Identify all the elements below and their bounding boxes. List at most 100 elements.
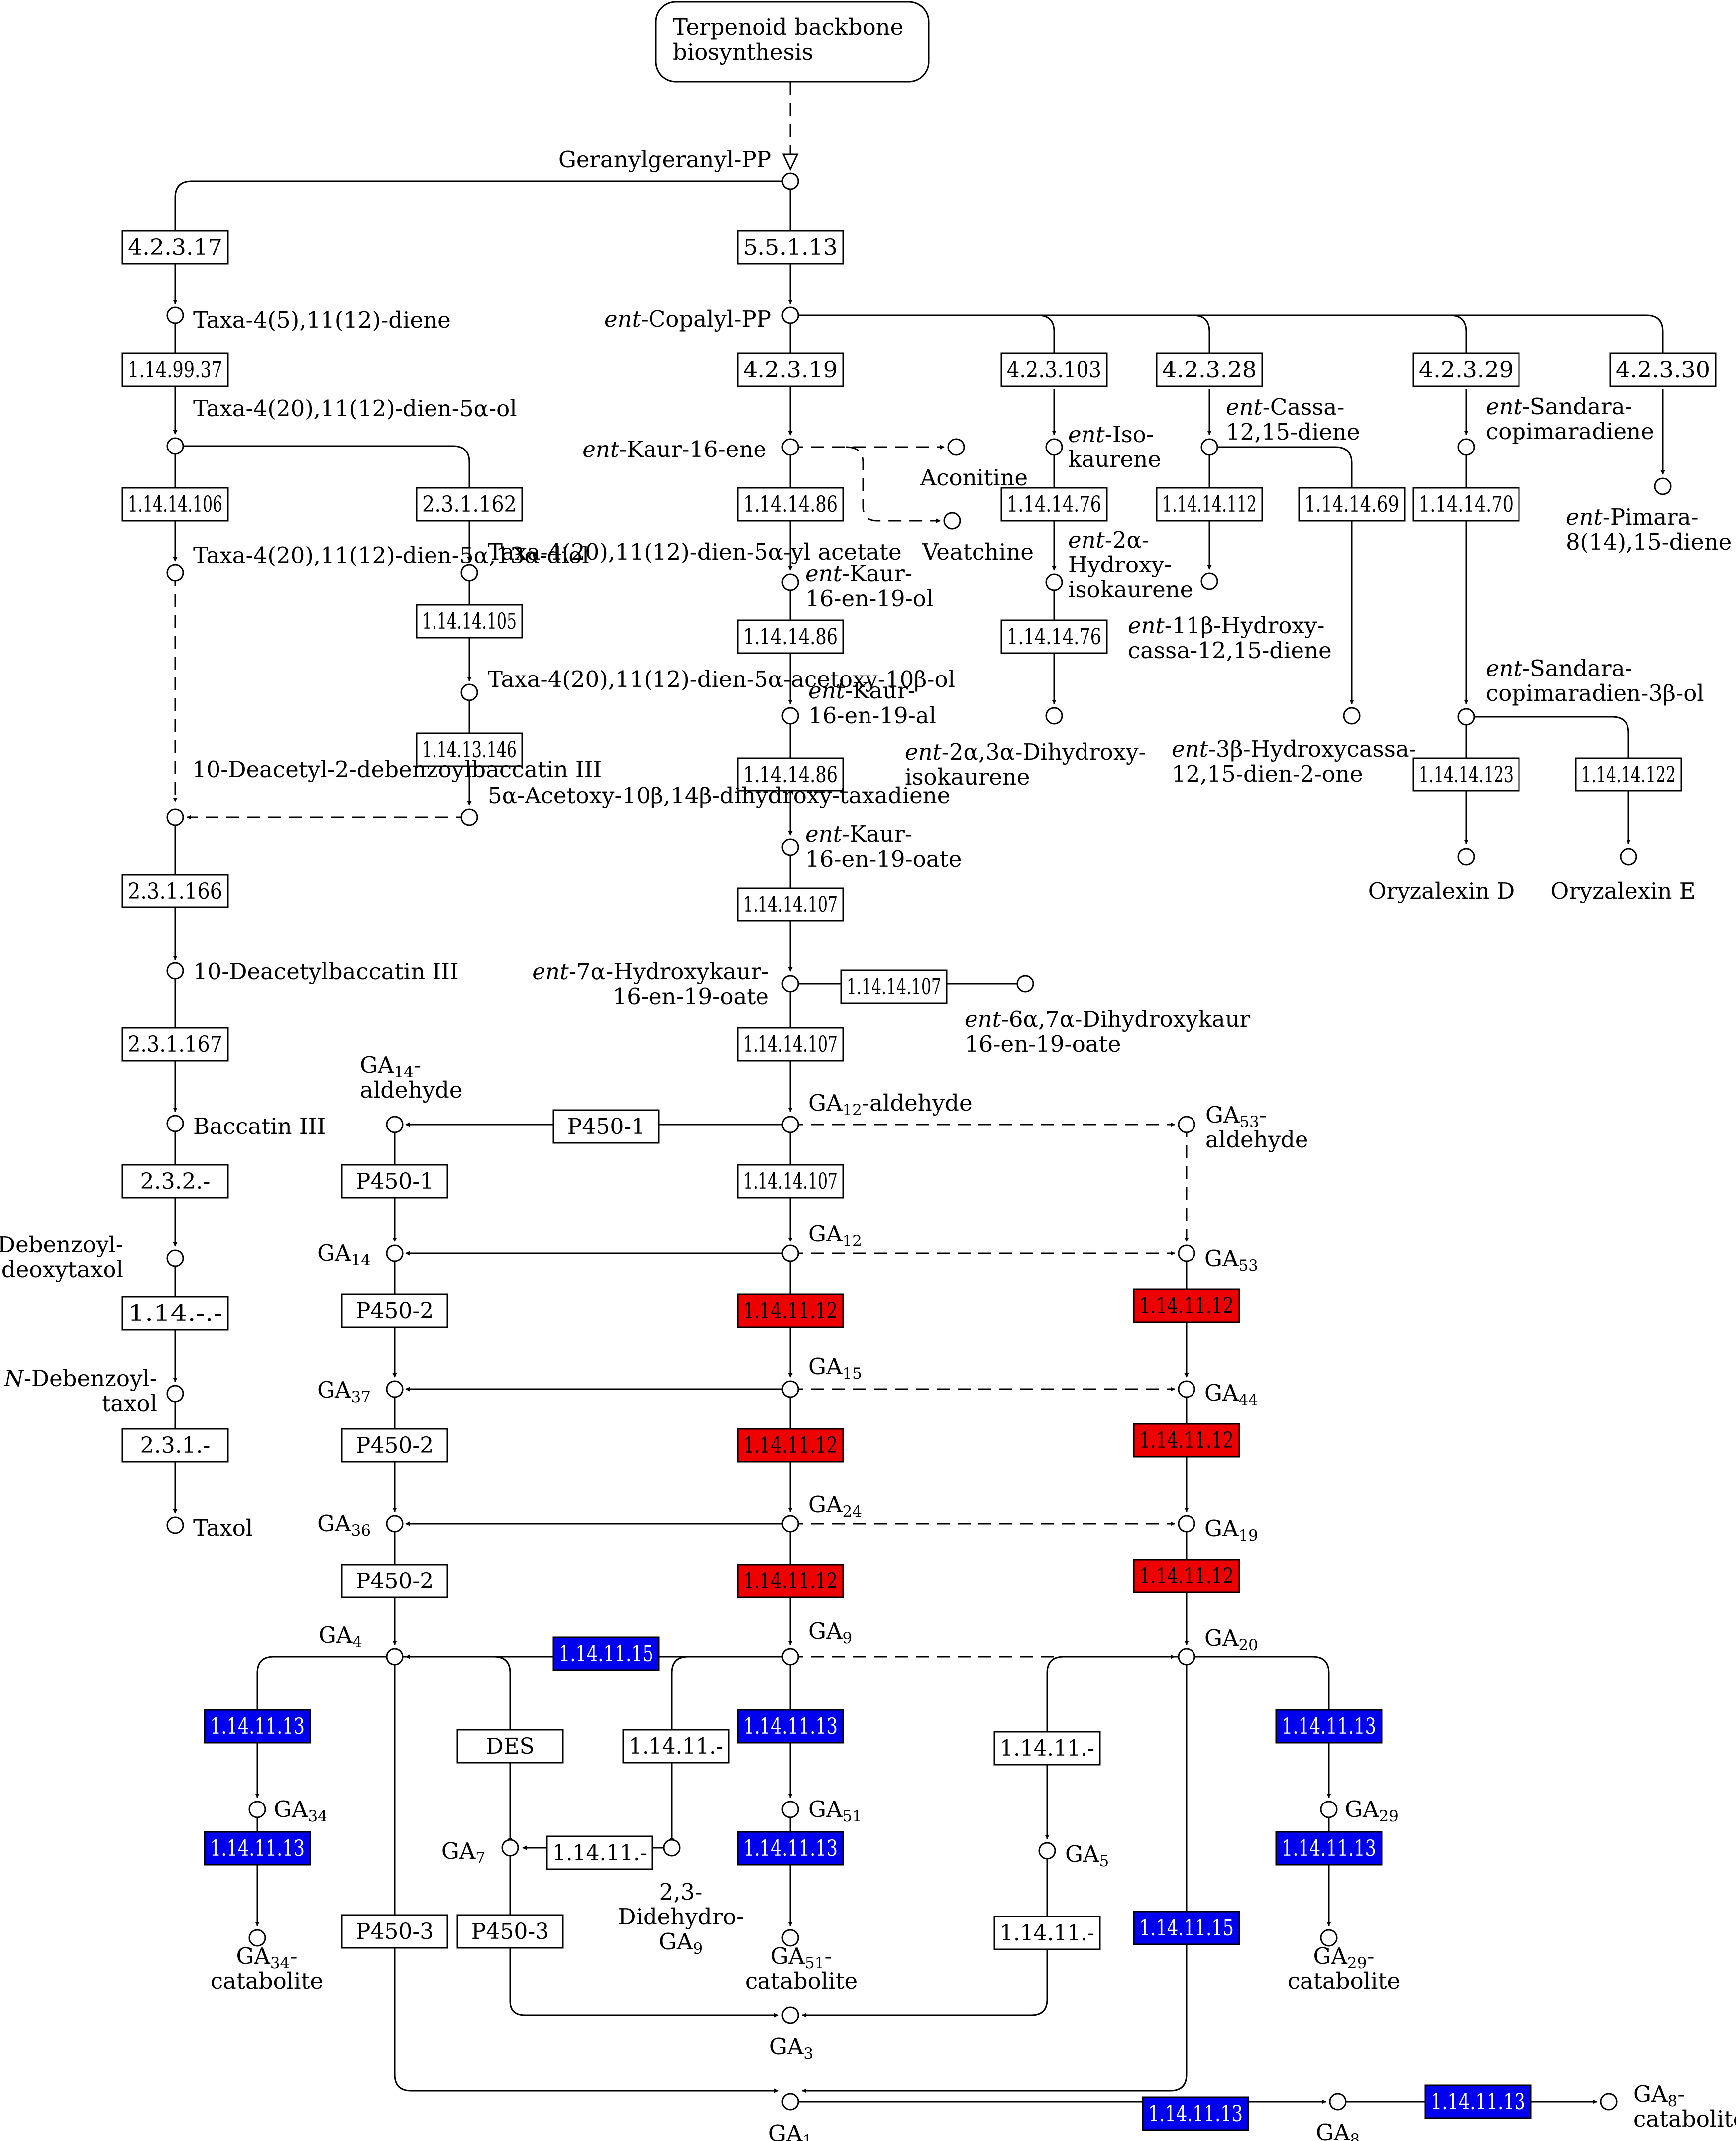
compound-node[interactable] bbox=[1457, 708, 1475, 726]
compound-node[interactable] bbox=[781, 838, 799, 856]
compound-ga4[interactable]: GA4 bbox=[319, 1622, 404, 1666]
compound-node[interactable] bbox=[1178, 1515, 1195, 1533]
enzyme-box[interactable]: 1.14.14.107 bbox=[737, 1164, 844, 1199]
compound-didehydroga9[interactable]: 2,3-Didehydro-GA9 bbox=[618, 1839, 744, 1958]
compound-dihydroxyiso[interactable]: ent-2α,3α-Dihydroxy-isokaurene bbox=[905, 707, 1146, 790]
compound-ga37[interactable]: GA37 bbox=[317, 1377, 404, 1406]
enzyme-box[interactable]: 4.2.3.17 bbox=[121, 230, 229, 265]
enzyme-box[interactable]: 1.14.14.86 bbox=[737, 487, 844, 522]
compound-node[interactable] bbox=[781, 2093, 799, 2111]
compound-pimaradiene[interactable]: ent-Pimara-8(14),15-diene bbox=[1566, 477, 1732, 555]
compound-ga53[interactable]: GA53 bbox=[1178, 1244, 1258, 1275]
compound-ga20[interactable]: GA20 bbox=[1178, 1625, 1258, 1666]
enzyme-box[interactable]: 1.14.11.- bbox=[993, 1916, 1101, 1950]
compound-ga1[interactable]: GA1 bbox=[768, 2093, 812, 2141]
compound-hydroxycassa11[interactable]: ent-11β-Hydroxy-cassa-12,15-diene bbox=[1128, 572, 1332, 664]
compound-ndbdeoxy[interactable]: N-Debenzoyl-deoxytaxol bbox=[0, 1232, 184, 1283]
compound-node[interactable] bbox=[1620, 848, 1637, 866]
enzyme-box[interactable]: 1.14.14.69 bbox=[1298, 487, 1406, 522]
enzyme-box[interactable]: 1.14.14.107 bbox=[840, 969, 948, 1004]
compound-node[interactable] bbox=[386, 1116, 404, 1133]
enzyme-box[interactable]: 1.14.-.- bbox=[121, 1296, 229, 1331]
enzyme-box[interactable]: P450-1 bbox=[341, 1164, 448, 1199]
compound-taxol[interactable]: Taxol bbox=[166, 1515, 253, 1541]
compound-node[interactable] bbox=[166, 1115, 184, 1132]
compound-node[interactable] bbox=[501, 1839, 519, 1857]
compound-node[interactable] bbox=[248, 1801, 266, 1818]
compound-node[interactable] bbox=[460, 808, 478, 826]
enzyme-box[interactable]: 1.14.14.107 bbox=[737, 1027, 844, 1062]
compound-node[interactable] bbox=[386, 1244, 404, 1262]
compound-ga3[interactable]: GA3 bbox=[769, 2006, 813, 2063]
enzyme-box[interactable]: 1.14.14.86 bbox=[737, 619, 844, 654]
compound-aconitine[interactable]: Aconitine bbox=[920, 438, 1028, 491]
enzyme-box[interactable]: 1.14.14.112 bbox=[1156, 487, 1263, 522]
enzyme-box[interactable]: 2.3.1.167 bbox=[121, 1027, 229, 1062]
compound-node[interactable] bbox=[1343, 707, 1361, 725]
compound-node[interactable] bbox=[781, 1515, 799, 1533]
enzyme-box[interactable]: 1.14.11.13 bbox=[1142, 2096, 1249, 2131]
compound-node[interactable] bbox=[1178, 1116, 1195, 1133]
compound-node[interactable] bbox=[1045, 438, 1063, 456]
compound-node[interactable] bbox=[781, 438, 799, 456]
enzyme-box[interactable]: 1.14.14.107 bbox=[737, 887, 844, 922]
compound-node[interactable] bbox=[947, 438, 965, 456]
compound-taxacetate[interactable]: Taxa-4(20),11(12)-dien-5α-yl acetate bbox=[460, 539, 902, 582]
enzyme-box[interactable]: 5.5.1.13 bbox=[737, 230, 844, 265]
enzyme-box[interactable]: 1.14.11.12 bbox=[1133, 1423, 1240, 1458]
enzyme-box[interactable]: 1.14.11.12 bbox=[737, 1293, 844, 1328]
compound-ga51[interactable]: GA51 bbox=[781, 1796, 862, 1825]
compound-node[interactable] bbox=[1320, 1801, 1338, 1818]
enzyme-box[interactable]: P450-2 bbox=[341, 1564, 448, 1598]
compound-node[interactable] bbox=[1457, 848, 1475, 866]
enzyme-box[interactable]: 1.14.99.37 bbox=[121, 352, 229, 387]
enzyme-box[interactable]: 1.14.11.12 bbox=[737, 1428, 844, 1463]
compound-node[interactable] bbox=[781, 1244, 799, 1262]
compound-deacetyl2[interactable]: 10-Deacetyl-2-debenzoylbaccatin III bbox=[166, 756, 602, 826]
compound-ndbtaxol[interactable]: N-Debenzoyl-taxol bbox=[3, 1365, 184, 1417]
compound-node[interactable] bbox=[166, 437, 184, 455]
enzyme-box[interactable]: 2.3.1.- bbox=[121, 1428, 229, 1463]
compound-node[interactable] bbox=[1178, 1380, 1195, 1398]
compound-node[interactable] bbox=[1200, 572, 1218, 590]
compound-ga19[interactable]: GA19 bbox=[1178, 1515, 1258, 1545]
enzyme-box[interactable]: 1.14.13.146 bbox=[416, 732, 523, 767]
compound-node[interactable] bbox=[1329, 2093, 1347, 2111]
compound-node[interactable] bbox=[460, 564, 478, 582]
compound-oryzalexine[interactable]: Oryzalexin E bbox=[1550, 848, 1696, 904]
compound-isokaurene[interactable]: ent-Iso-kaurene bbox=[1045, 421, 1161, 472]
enzyme-box[interactable]: 1.14.11.13 bbox=[737, 1709, 844, 1744]
compound-taxadiol[interactable]: Taxa-4(20),11(12)-dien-5α,13α-diol bbox=[166, 542, 589, 582]
compound-ga8[interactable]: GA8 bbox=[1316, 2093, 1360, 2141]
compound-hydroxykaur[interactable]: ent-7α-Hydroxykaur-16-en-19-oate bbox=[532, 958, 799, 1010]
enzyme-box[interactable]: 4.2.3.19 bbox=[737, 352, 844, 387]
compound-acetoxy14[interactable]: 5α-Acetoxy-10β,14β-dihydroxy-taxadiene bbox=[460, 783, 950, 826]
compound-ga34[interactable]: GA34 bbox=[248, 1796, 327, 1825]
compound-baccatin[interactable]: Baccatin III bbox=[166, 1113, 326, 1139]
enzyme-box[interactable]: DES bbox=[456, 1729, 564, 1764]
enzyme-box[interactable]: 1.14.14.106 bbox=[121, 487, 229, 522]
compound-node[interactable] bbox=[166, 1516, 184, 1534]
compound-kaurenal[interactable]: ent-Kaur-16-en-19-al bbox=[781, 677, 936, 729]
compound-kaurene[interactable]: ent-Kaur-16-ene bbox=[582, 436, 799, 462]
enzyme-box[interactable]: P450-3 bbox=[456, 1914, 564, 1949]
compound-node[interactable] bbox=[386, 1380, 404, 1398]
compound-node[interactable] bbox=[1045, 707, 1063, 725]
compound-node[interactable] bbox=[781, 1380, 799, 1398]
compound-taxadiene[interactable]: Taxa-4(5),11(12)-diene bbox=[166, 306, 451, 333]
compound-node[interactable] bbox=[781, 1929, 799, 1947]
enzyme-box[interactable]: 1.14.11.- bbox=[993, 1731, 1101, 1766]
compound-node[interactable] bbox=[248, 1929, 266, 1947]
enzyme-box[interactable]: 1.14.14.105 bbox=[416, 604, 523, 639]
compound-node[interactable] bbox=[781, 172, 799, 190]
compound-node[interactable] bbox=[781, 1648, 799, 1666]
enzyme-box[interactable]: P450-3 bbox=[341, 1914, 448, 1949]
compound-node[interactable] bbox=[166, 564, 184, 582]
enzyme-box[interactable]: 1.14.11.13 bbox=[737, 1831, 844, 1866]
compound-node[interactable] bbox=[781, 975, 799, 993]
compound-node[interactable] bbox=[166, 962, 184, 980]
compound-node[interactable] bbox=[943, 512, 961, 530]
enzyme-box[interactable]: 1.14.11.13 bbox=[1275, 1709, 1383, 1744]
compound-node[interactable] bbox=[460, 683, 478, 701]
